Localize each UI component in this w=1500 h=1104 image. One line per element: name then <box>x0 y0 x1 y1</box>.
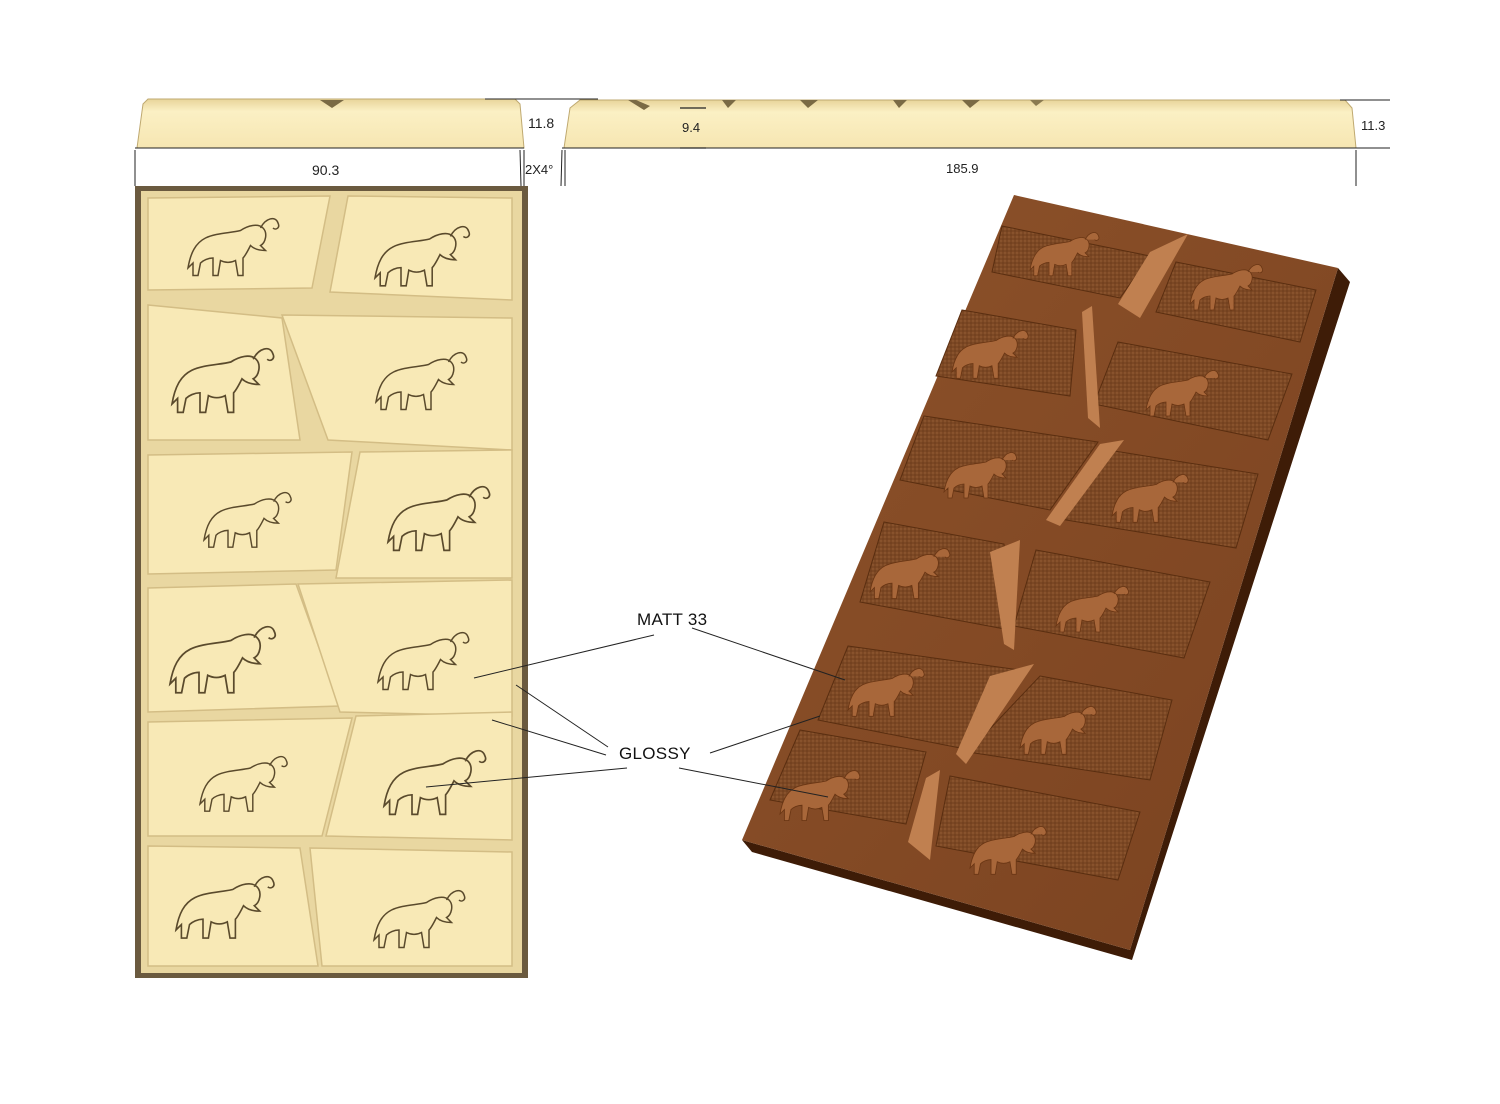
dimension-width: 90.3 <box>312 162 340 178</box>
callout-glossy-finish: GLOSSY <box>619 744 691 763</box>
dimension-height-right: 11.3 <box>1361 118 1386 133</box>
top-view-white-bar <box>135 186 528 978</box>
dimension-length: 185.9 <box>946 161 979 176</box>
callout-matt-finish: MATT 33 <box>637 610 708 629</box>
dimension-draft-angle: 2X4° <box>525 162 554 177</box>
side-view-short <box>134 98 598 187</box>
dimension-height-left: 11.8 <box>528 115 555 131</box>
side-view-long <box>562 99 1390 186</box>
leader-lines <box>425 627 846 798</box>
perspective-view-milk-bar <box>742 195 1350 960</box>
dimension-groove-depth: 9.4 <box>682 120 701 135</box>
